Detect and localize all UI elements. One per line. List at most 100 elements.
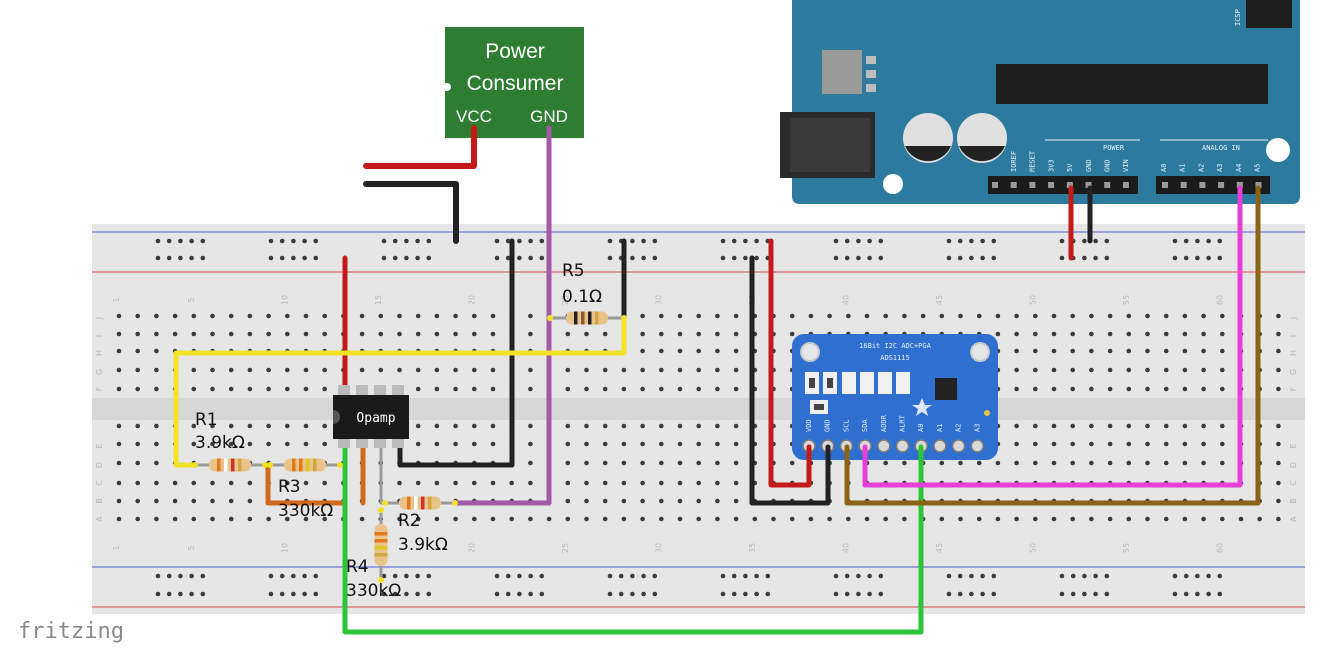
adc-pin-hole [933,439,947,453]
r5-name: R5 [562,261,585,281]
column-number-top: 45 [935,295,944,305]
adc-pin-hole [877,439,891,453]
wire-vcc-red [363,125,477,169]
row-letter: E [95,443,104,448]
power-pin-label: GND [1104,159,1112,172]
adc-part: ADS1115 [880,354,910,362]
wire-orange-r3 [265,462,348,506]
row-letter: D [95,462,104,468]
power-pin-label: GND [1085,159,1093,172]
adc-pin-label: A3 [973,424,981,432]
mounting-hole [1266,138,1290,162]
analog-pin-label: A4 [1235,164,1243,172]
power-pin-label: 3V3 [1047,159,1055,172]
r3-value: 330kΩ [278,501,333,521]
column-number-bottom: 50 [1028,543,1037,553]
column-number-top: 1 [112,297,121,302]
analog-header [1156,176,1270,194]
microcontroller-chip [996,64,1268,104]
column-number-bottom: 40 [841,543,850,553]
adc-pin-label: SCL [842,419,850,432]
column-number-bottom: 25 [561,543,570,553]
opamp-label: Opamp [356,411,395,426]
wires [173,125,1261,635]
analog-pin-label: A3 [1216,164,1224,172]
adc-pin-label: A1 [936,424,944,432]
adc-pin-label: A0 [917,424,925,432]
adc-pin-label: A2 [955,424,963,432]
resistor-r2 [382,496,458,510]
column-number-top: 25 [561,295,570,305]
row-letter: C [95,480,104,486]
power-consumer-title-1: Power [485,40,545,63]
r1-name: R1 [195,410,218,430]
mounting-hole [883,174,903,194]
adc-pin-label: ALRT [899,414,907,432]
resistor-r4 [374,507,388,583]
wire-adc-gnd [749,255,831,506]
row-letter: I [95,335,104,337]
resistor-r1 [192,458,268,472]
row-letter: J [95,317,104,320]
row-letter: C [1289,480,1298,486]
r4-value: 330kΩ [346,581,401,601]
column-number-bottom: 5 [187,545,196,550]
column-number-bottom: 45 [935,543,944,553]
power-consumer-title-2: Consumer [467,72,564,95]
column-number-top: 10 [280,295,289,305]
analog-pin-label: A5 [1254,164,1262,172]
analog-pin-label: A0 [1160,164,1168,172]
voltage-regulator [822,50,862,94]
adc-pin-label: VDD [805,419,813,432]
power-consumer-board: Power Consumer VCC GND [443,27,584,138]
row-letter: J [1289,317,1298,320]
row-letter: A [1289,516,1298,522]
wire-sda [862,185,1243,488]
fritzing-watermark: fritzing [18,619,124,644]
r5-value: 0.1Ω [562,287,602,307]
breadboard: 1155101015152020252530303535404045455050… [92,224,1305,614]
power-header-label: POWER [1103,144,1125,152]
column-number-bottom: 30 [654,543,663,553]
row-letter: E [1289,443,1298,448]
adc-pin-label: SDA [861,419,869,432]
adc-pin-label: GND [824,419,832,432]
icsp-header [1246,0,1292,28]
column-number-bottom: 20 [467,543,476,553]
icsp-label: ICSP [1234,9,1242,26]
column-number-bottom: 10 [280,543,289,553]
analog-pin-label: A2 [1197,164,1205,172]
adc-title: 16Bit I2C ADC+PGA [859,342,931,350]
column-number-top: 50 [1028,295,1037,305]
analog-pin-label: A1 [1179,164,1187,172]
adc-pin-hole [951,439,966,453]
column-number-top: 60 [1215,295,1224,305]
adc-chip [935,378,957,400]
column-number-top: 40 [841,295,850,305]
row-letter: G [95,369,104,375]
column-number-top: 15 [374,295,383,305]
r2-value: 3.9kΩ [398,535,448,555]
power-pin-label: VIN [1122,159,1130,172]
gnd-pin-label: GND [530,107,568,126]
wire-scl [844,185,1261,506]
column-number-top: 55 [1122,295,1131,305]
column-number-bottom: 55 [1122,543,1131,553]
r3-name: R3 [278,477,301,497]
resistor-r3 [267,458,343,472]
column-number-bottom: 35 [748,543,757,553]
column-number-top: 20 [467,295,476,305]
r2-name: R2 [398,511,421,531]
power-pin-label: IOREF [1010,151,1018,172]
wire-purple [453,125,552,506]
row-letter: B [95,498,104,504]
row-letter: A [95,516,104,522]
row-letter: B [1289,498,1298,504]
row-letter: F [1289,386,1298,391]
opamp-chip: Opamp [333,385,409,448]
column-number-bottom: 60 [1215,543,1224,553]
row-letter: G [1289,369,1298,375]
column-number-bottom: 1 [112,545,121,550]
